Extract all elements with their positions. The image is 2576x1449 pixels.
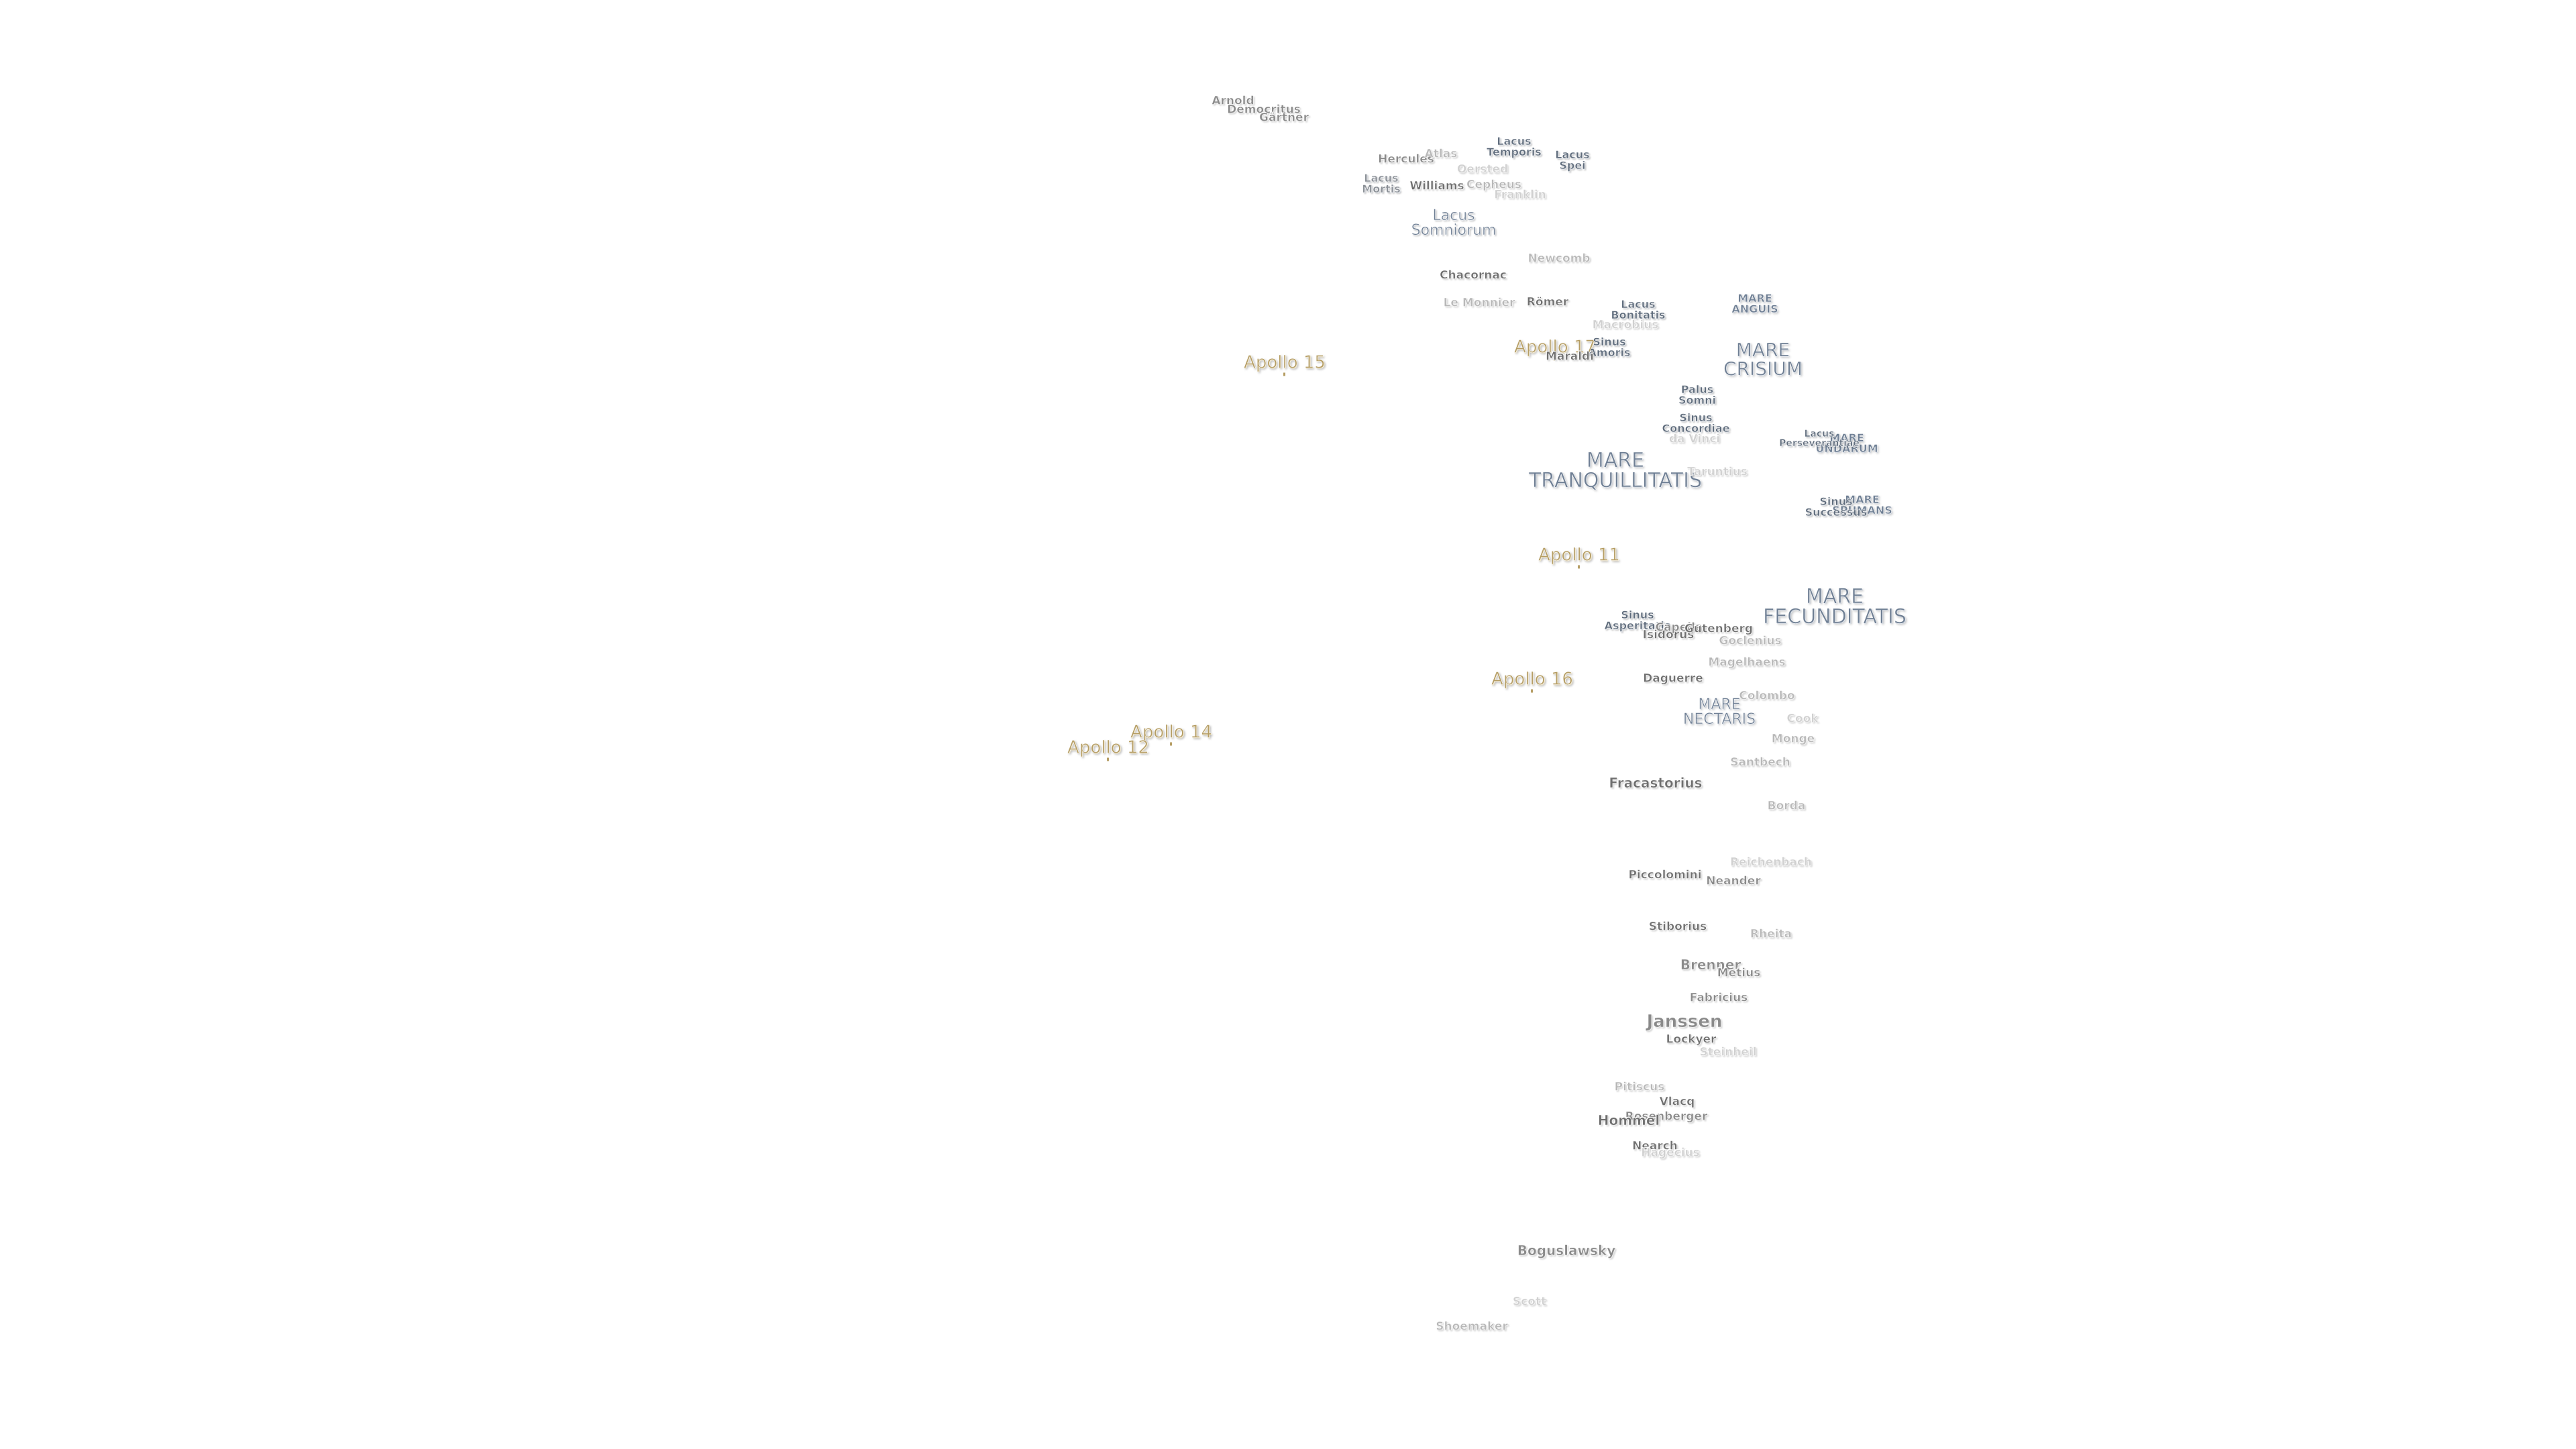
crater-hommel-label[interactable]: Hommel xyxy=(1597,1112,1660,1128)
crater-goclenius-label[interactable]: Goclenius xyxy=(1719,634,1782,648)
landing-site-marker xyxy=(1578,565,1580,569)
crater-colombo-label[interactable]: Colombo xyxy=(1739,689,1795,703)
apollo-17-label[interactable]: Apollo 17 xyxy=(1514,338,1596,361)
crater-chacornac-label[interactable]: Chacornac xyxy=(1440,268,1507,282)
crater-democritus-label[interactable]: Democritus xyxy=(1227,103,1301,117)
mare-crisium-label[interactable]: MARE CRISIUM xyxy=(1723,339,1803,380)
crater-arnold-label[interactable]: Arnold xyxy=(1212,94,1254,108)
landing-site-marker xyxy=(1554,357,1556,361)
crater-maraldi-label[interactable]: Maraldi xyxy=(1545,350,1595,364)
crater-nearch-label[interactable]: Nearch xyxy=(1632,1139,1678,1153)
crater-cepheus-label[interactable]: Cepheus xyxy=(1466,178,1522,192)
crater-daguerre-label[interactable]: Daguerre xyxy=(1643,672,1703,686)
crater-gartner-label[interactable]: Gärtner xyxy=(1259,111,1309,125)
apollo-11-label[interactable]: Apollo 11 xyxy=(1538,546,1620,569)
crater-fracastorius-label[interactable]: Fracastorius xyxy=(1609,775,1703,791)
crater-lockyer-label[interactable]: Lockyer xyxy=(1666,1032,1717,1046)
crater-franklin-label[interactable]: Franklin xyxy=(1494,188,1546,202)
palus-somni-label[interactable]: Palus Somni xyxy=(1678,383,1717,407)
crater-magelhaens-label[interactable]: Magelhaens xyxy=(1708,655,1786,669)
lacus-mortis-label[interactable]: Lacus Mortis xyxy=(1362,172,1401,195)
crater-williams-label[interactable]: Williams xyxy=(1409,179,1464,193)
crater-vlacq-label[interactable]: Vlacq xyxy=(1659,1095,1695,1109)
crater-shoemaker-label[interactable]: Shoemaker xyxy=(1436,1320,1508,1334)
crater-oersted-label[interactable]: Oersted xyxy=(1456,162,1509,176)
sinus-successus-label[interactable]: Sinus Successus xyxy=(1805,495,1868,519)
crater-le-monnier-label[interactable]: Le Monnier xyxy=(1443,296,1515,310)
lacus-bonitatis-label[interactable]: Lacus Bonitatis xyxy=(1611,298,1666,321)
crater-fabricius-label[interactable]: Fabricius xyxy=(1689,991,1748,1005)
crater-romer-label[interactable]: Römer xyxy=(1526,295,1569,309)
crater-monge-label[interactable]: Monge xyxy=(1771,732,1815,746)
sinus-asperitatis-label[interactable]: Sinus Asperitatis xyxy=(1604,608,1671,632)
crater-newcomb-label[interactable]: Newcomb xyxy=(1527,252,1591,266)
apollo-14-label[interactable]: Apollo 14 xyxy=(1130,723,1212,746)
crater-hagecius-label[interactable]: Hagecius xyxy=(1641,1146,1700,1160)
crater-boguslawsky-label[interactable]: Boguslawsky xyxy=(1517,1242,1616,1258)
mare-fecunditatis-label[interactable]: MARE FECUNDITATIS xyxy=(1763,585,1907,629)
mare-anguis-label[interactable]: MARE ANGUIS xyxy=(1731,292,1778,315)
crater-scott-label[interactable]: Scott xyxy=(1512,1295,1547,1309)
crater-cook-label[interactable]: Cook xyxy=(1786,712,1819,726)
apollo-12-label[interactable]: Apollo 12 xyxy=(1067,739,1149,761)
apollo-15-label[interactable]: Apollo 15 xyxy=(1244,354,1326,376)
crater-steinheil-label[interactable]: Steinheil xyxy=(1699,1045,1757,1059)
landing-site-marker xyxy=(1283,372,1286,376)
crater-janssen-label[interactable]: Janssen xyxy=(1646,1012,1723,1032)
crater-da-vinci-label[interactable]: da Vinci xyxy=(1668,432,1721,446)
crater-reichenbach-label[interactable]: Reichenbach xyxy=(1729,855,1813,869)
lacus-spei-label[interactable]: Lacus Spei xyxy=(1555,148,1590,172)
mare-tranquillitatis-label[interactable]: MARE TRANQUILLITATIS xyxy=(1528,449,1703,492)
landing-site-marker xyxy=(1170,742,1173,746)
crater-isidorus-label[interactable]: Isidorus xyxy=(1642,628,1695,642)
crater-atlas-label[interactable]: Atlas xyxy=(1424,147,1458,161)
crater-rosenberger-label[interactable]: Rosenberger xyxy=(1625,1110,1708,1124)
crater-santbech-label[interactable]: Santbech xyxy=(1730,755,1790,769)
landing-site-marker xyxy=(1531,689,1534,693)
crater-rheita-label[interactable]: Rheita xyxy=(1750,927,1792,941)
crater-hercules-label[interactable]: Hercules xyxy=(1378,152,1434,166)
crater-borda-label[interactable]: Borda xyxy=(1767,799,1806,813)
crater-taruntius-label[interactable]: Taruntius xyxy=(1687,465,1748,479)
crater-neander-label[interactable]: Neander xyxy=(1706,874,1761,888)
apollo-16-label[interactable]: Apollo 16 xyxy=(1491,670,1573,693)
lacus-somniorum-label[interactable]: Lacus Somniorum xyxy=(1411,207,1497,239)
sinus-concordiae-label[interactable]: Sinus Concordiae xyxy=(1662,411,1730,435)
mare-nectaris-label[interactable]: MARE NECTARIS xyxy=(1682,696,1756,728)
crater-gutenberg-label[interactable]: Gutenberg xyxy=(1684,622,1754,636)
crater-brenner-label[interactable]: Brenner xyxy=(1680,957,1741,973)
crater-piccolomini-label[interactable]: Piccolomini xyxy=(1628,868,1702,882)
mare-spumans-label[interactable]: MARE SPUMANS xyxy=(1832,493,1892,517)
crater-capella-label[interactable]: Capella xyxy=(1655,621,1703,635)
landing-site-marker xyxy=(1107,757,1110,761)
crater-macrobius-label[interactable]: Macrobius xyxy=(1592,318,1659,332)
crater-metius-label[interactable]: Metius xyxy=(1717,966,1761,980)
sinus-amoris-label[interactable]: Sinus Amoris xyxy=(1588,335,1631,359)
mare-undarum-label[interactable]: MARE UNDARUM xyxy=(1815,431,1878,455)
crater-pitiscus-label[interactable]: Pitiscus xyxy=(1614,1080,1665,1094)
crater-stiborius-label[interactable]: Stiborius xyxy=(1648,920,1707,934)
lacus-temporis-label[interactable]: Lacus Temporis xyxy=(1487,135,1542,158)
lacus-perseverantiae-label[interactable]: Lacus Perseverantiae xyxy=(1779,429,1860,449)
